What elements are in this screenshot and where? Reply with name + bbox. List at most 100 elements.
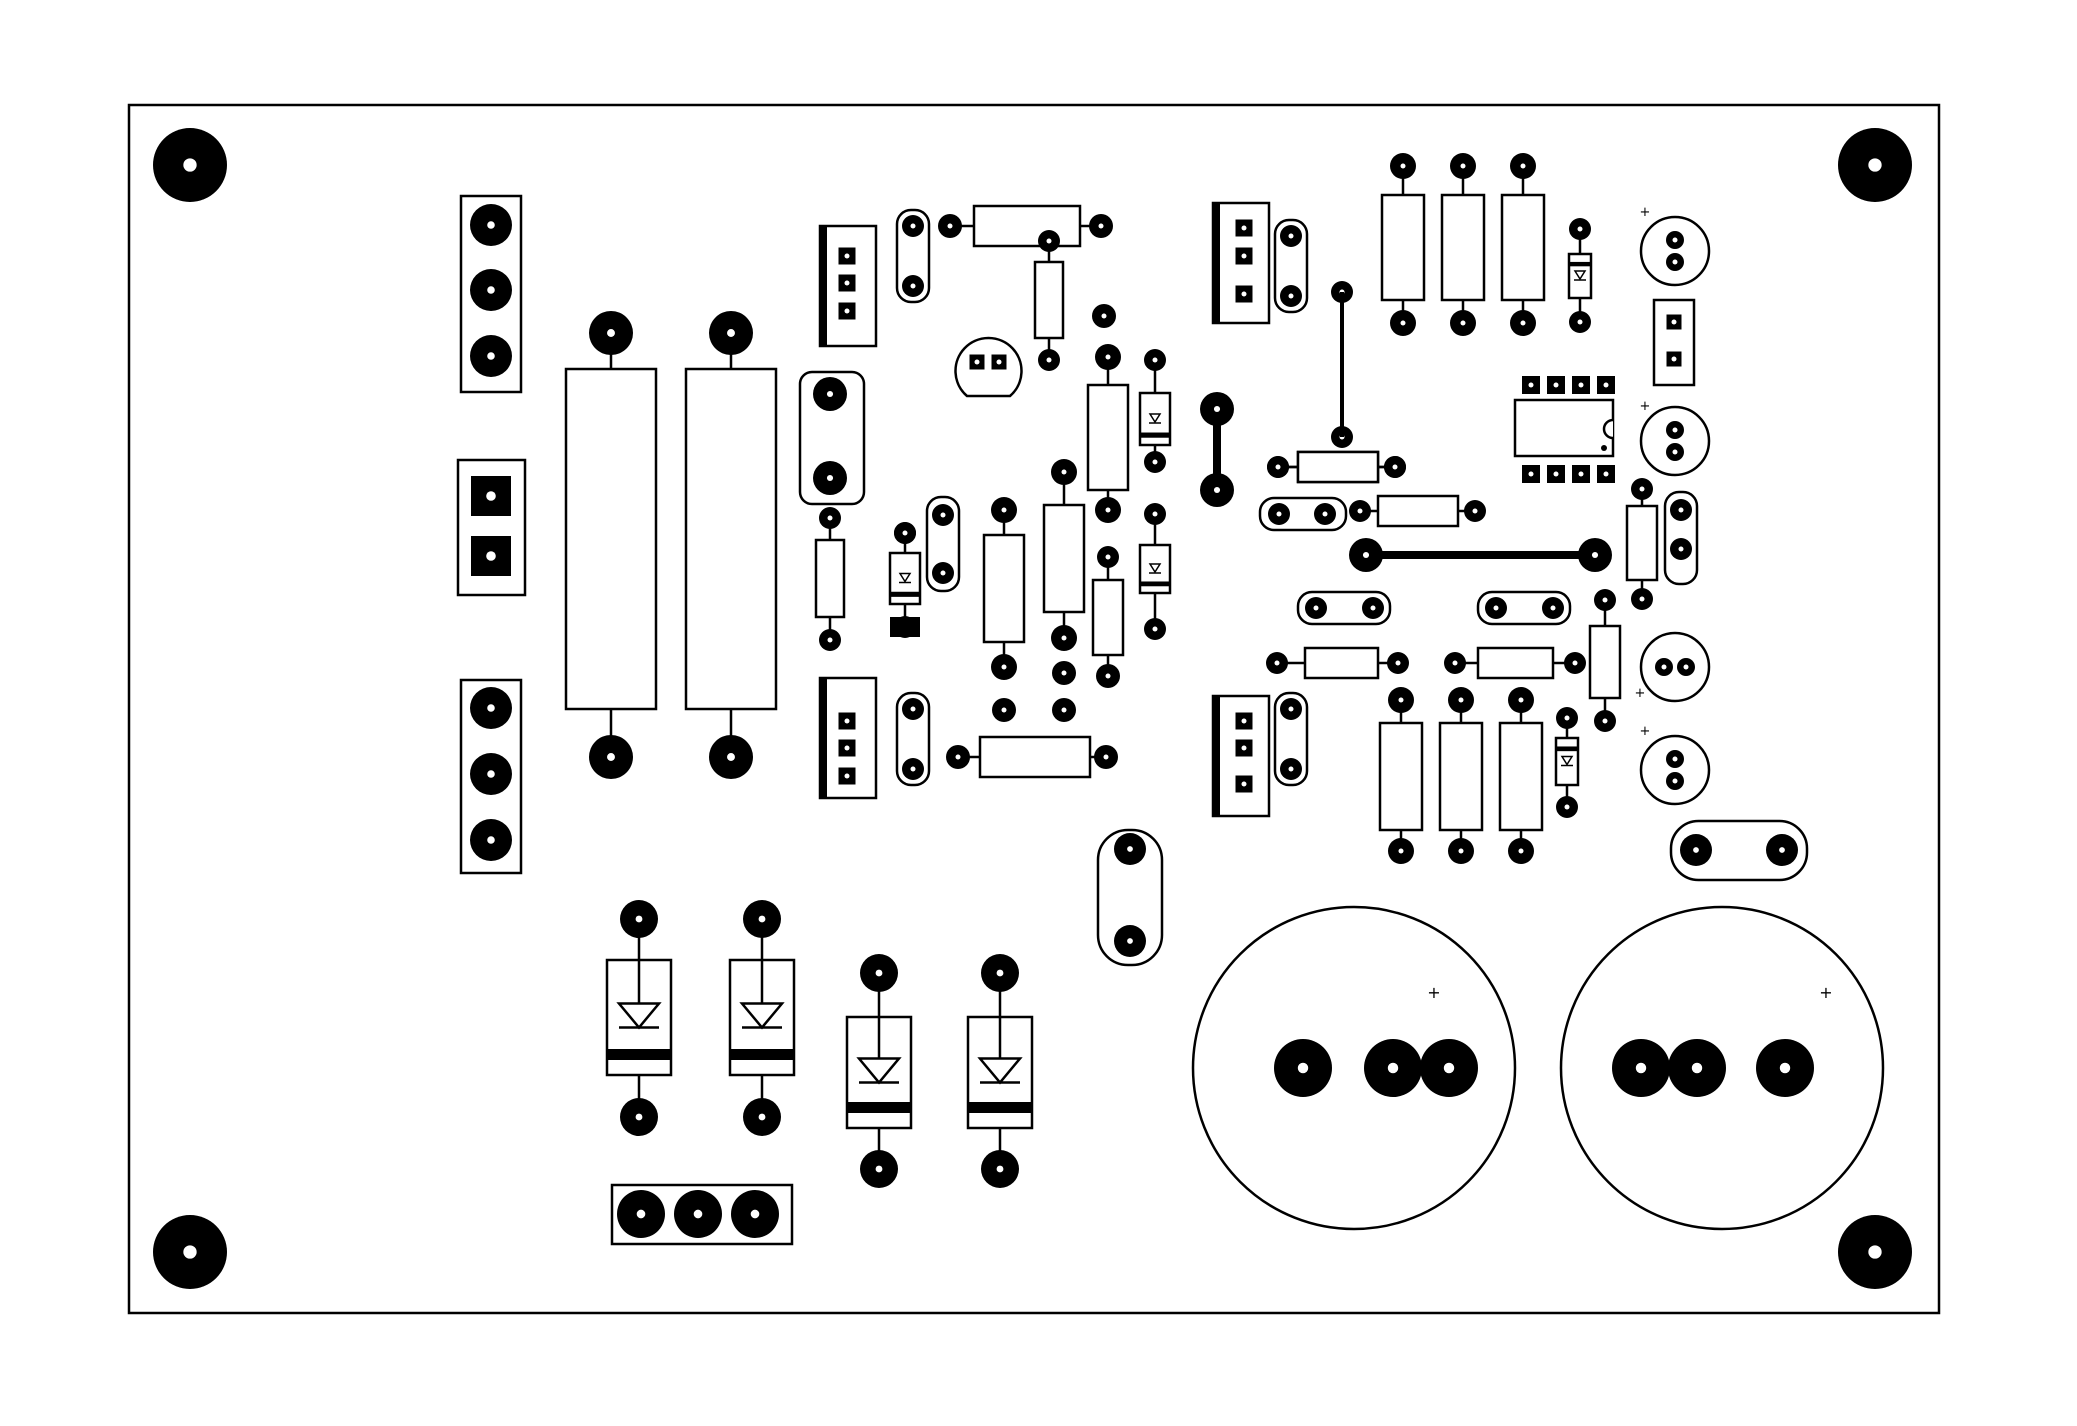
header-connector [459,194,523,394]
square-pad [1547,376,1565,394]
pad [1655,658,1673,676]
power-diode [605,900,673,1136]
square-pad [1547,465,1565,483]
pad [1766,834,1798,866]
film-capacitor [1296,590,1392,626]
resistor [1625,478,1659,610]
pad [470,753,512,795]
transistor-to92 [954,336,1023,398]
pad [902,698,924,720]
resistor [938,204,1113,248]
film-capacitor [1258,496,1348,532]
diode [1554,707,1580,818]
square-pad [1522,376,1540,394]
square-pad [991,354,1007,370]
square-pad [1235,219,1253,237]
film-capacitor [1273,218,1309,314]
pad [1594,710,1616,732]
pad [1200,392,1234,426]
pad [1450,310,1476,336]
pad [1390,310,1416,336]
board-outline [127,103,1941,1315]
power-resistor [684,311,778,779]
pad [709,311,753,355]
transistor-to220 [1211,201,1271,325]
square-pad [1522,465,1540,483]
electrolytic-capacitor [1639,734,1711,806]
diode [1567,218,1593,333]
pad [1144,618,1166,640]
resistor [1438,687,1484,864]
square-pad [1235,775,1253,793]
resistor [946,735,1118,779]
pad [674,1190,722,1238]
pad [946,745,970,769]
pad [470,269,512,311]
pad [1569,218,1591,240]
pad [1349,500,1371,522]
pad [1144,451,1166,473]
pad [1444,652,1466,674]
square-pad [1235,247,1253,265]
pad [813,461,847,495]
pad [1266,652,1288,674]
square-pad [1597,376,1615,394]
electrolytic-capacitor [1639,215,1711,287]
pad [1510,310,1536,336]
pad [1388,838,1414,864]
header-connector [459,678,523,875]
pad [1144,503,1166,525]
pad [1556,707,1578,729]
transistor-to220 [1211,694,1271,818]
pad [470,687,512,729]
pad [1670,538,1692,560]
pad [981,954,1019,992]
pad [589,735,633,779]
polarity-mark: + [1640,724,1651,739]
square-pad [1666,351,1682,367]
pad [1097,546,1119,568]
pad [1096,664,1120,688]
power-diode [728,900,796,1136]
square-pad [1666,314,1682,330]
film-capacitor [1273,691,1309,787]
pad [1280,225,1302,247]
pad [1485,597,1507,619]
pad [1268,503,1290,525]
mounting-hole [153,1215,227,1289]
pad [1666,421,1684,439]
square-pad [1235,739,1253,757]
pad [1094,745,1118,769]
pad [1052,698,1076,722]
square-pad [1572,376,1590,394]
polarity-mark: + [1640,205,1651,220]
pad [1092,304,1116,328]
resistor [1444,646,1586,680]
pad [1038,230,1060,252]
pad [620,1098,658,1136]
pad [589,311,633,355]
film-capacitor [798,370,866,506]
resistor [1588,589,1622,732]
pad [1666,772,1684,790]
square-pad [471,476,511,516]
film-capacitor [1096,828,1164,967]
pad [991,497,1017,523]
electrolytic-capacitor [1639,631,1711,703]
pad [1666,253,1684,271]
pad [470,819,512,861]
pad [1280,698,1302,720]
pad [1564,652,1586,674]
diode [1138,349,1172,473]
resistor [814,507,846,651]
pad [743,1098,781,1136]
pad [1095,497,1121,523]
pad [1680,834,1712,866]
pad [1388,687,1414,713]
electrolytic-capacitor-large [1191,905,1517,1231]
pad [894,522,916,544]
mounting-hole [1838,128,1912,202]
pad [1314,503,1336,525]
square-pad [838,247,856,265]
polarity-mark: + [1640,399,1651,414]
